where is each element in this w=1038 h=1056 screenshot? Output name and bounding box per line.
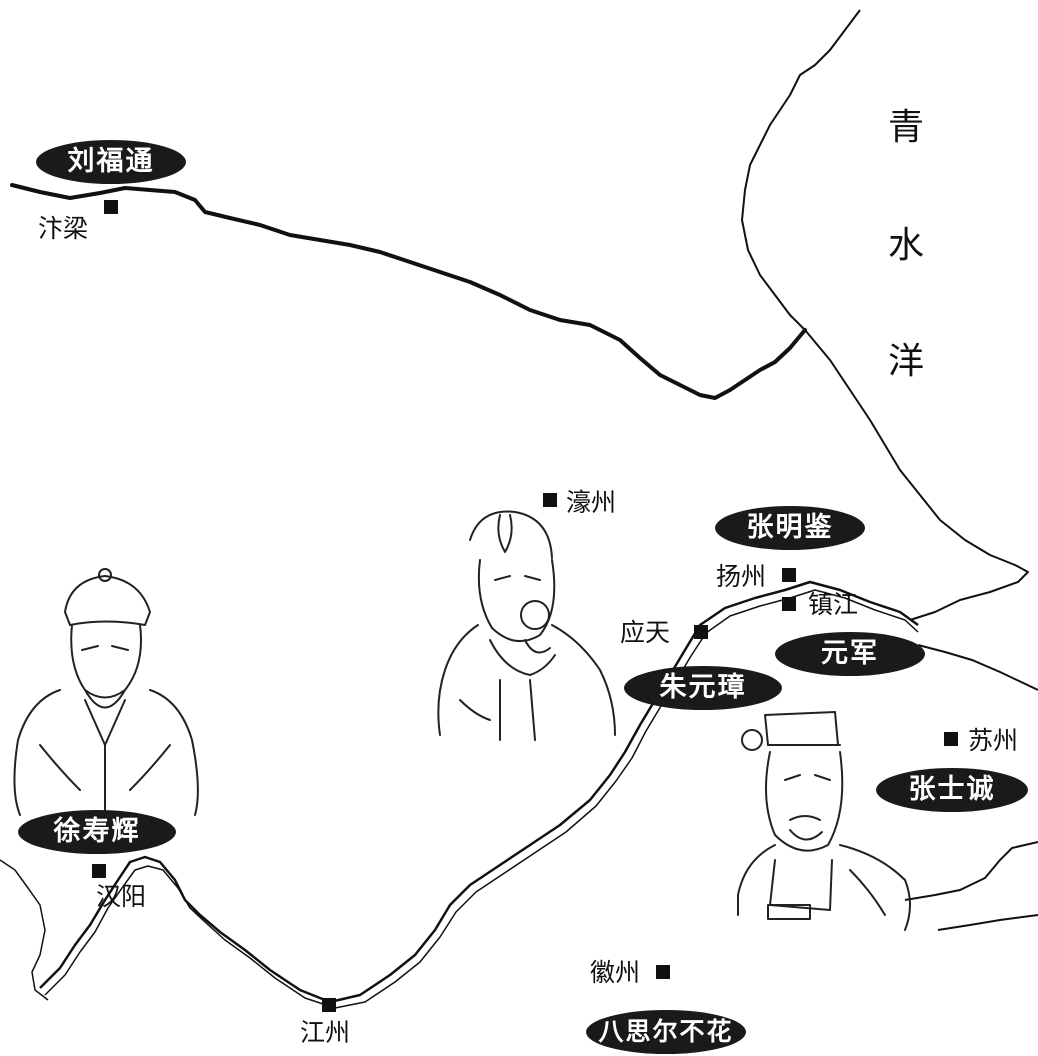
mongol-official-figure bbox=[13, 568, 199, 816]
city-marker-zhenjiang bbox=[782, 597, 796, 611]
city-marker-hanyang bbox=[92, 864, 106, 878]
lower-shore bbox=[937, 914, 1038, 931]
yangtze-river-bank bbox=[44, 589, 919, 1009]
coastline bbox=[741, 9, 1029, 621]
city-marker-huizhou bbox=[656, 965, 670, 979]
sea-label-char-2: 水 bbox=[888, 225, 925, 266]
city-label-hanyang: 汉阳 bbox=[96, 882, 147, 911]
city-label-yangzhou: 扬州 bbox=[716, 562, 767, 591]
city-marker-suzhou bbox=[944, 732, 958, 746]
faction-badge-yuan-army: 元军 bbox=[775, 632, 925, 676]
faction-badge-liu-futong: 刘福通 bbox=[36, 140, 186, 184]
taihu-shore bbox=[904, 841, 1038, 901]
city-marker-bianliang bbox=[104, 200, 118, 214]
western-river bbox=[0, 859, 49, 1001]
city-label-haozhou: 濠州 bbox=[566, 488, 617, 517]
faction-badge-basi-erbuhua: 八思尔不花 bbox=[586, 1010, 746, 1054]
city-label-jiangzhou: 江州 bbox=[300, 1018, 351, 1047]
southern-coast bbox=[917, 644, 1038, 691]
zhu-yuanzhang-figure bbox=[437, 510, 616, 741]
city-label-yingtian: 应天 bbox=[620, 618, 671, 647]
faction-badge-zhang-shicheng: 张士诚 bbox=[876, 768, 1028, 812]
city-marker-yangzhou bbox=[782, 568, 796, 582]
city-marker-jiangzhou bbox=[322, 998, 336, 1012]
yellow-river bbox=[10, 183, 807, 400]
zhang-shicheng-figure bbox=[737, 711, 911, 931]
city-marker-haozhou bbox=[543, 493, 557, 507]
sea-label-char-1: 青 bbox=[888, 107, 925, 148]
sea-label-char-3: 洋 bbox=[888, 341, 925, 382]
faction-badge-xu-shouhui: 徐寿辉 bbox=[18, 810, 176, 854]
yangtze-river bbox=[39, 580, 919, 1004]
city-label-bianliang: 汴梁 bbox=[38, 214, 89, 243]
city-label-suzhou: 苏州 bbox=[968, 726, 1019, 755]
faction-badge-zhang-mingjian: 张明鉴 bbox=[715, 506, 865, 550]
faction-badge-zhu-yuanzhang: 朱元璋 bbox=[624, 666, 782, 710]
city-label-zhenjiang: 镇江 bbox=[808, 590, 859, 619]
city-label-huizhou: 徽州 bbox=[590, 958, 641, 987]
city-marker-yingtian bbox=[694, 625, 708, 639]
